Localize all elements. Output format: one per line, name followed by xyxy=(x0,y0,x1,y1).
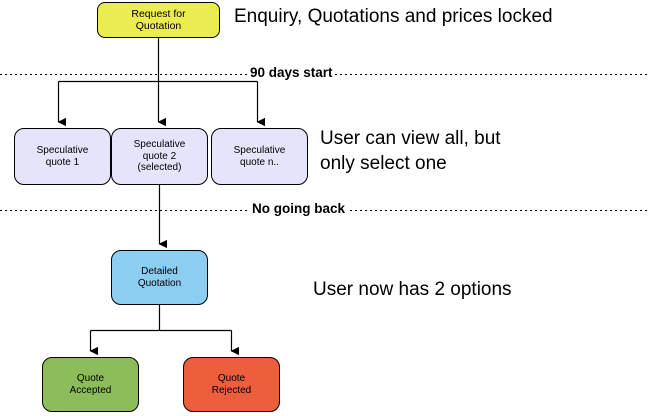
annotation-prices-locked: Enquiry, Quotations and prices locked xyxy=(234,6,553,27)
node-speculative-quote-2-selected[interactable]: Speculative quote 2 (selected) xyxy=(111,128,208,185)
annotation-view-all-select-one: User can view all, but only select one xyxy=(320,128,501,175)
node-speculative-quote-n[interactable]: Speculative quote n.. xyxy=(211,128,308,185)
node-request-for-quotation[interactable]: Request for Quotation xyxy=(97,2,220,38)
divider-label-no-going-back: No going back xyxy=(250,201,348,216)
node-quote-accepted[interactable]: Quote Accepted xyxy=(42,357,139,412)
divider-label-90-days: 90 days start xyxy=(248,65,335,80)
node-speculative-quote-1[interactable]: Speculative quote 1 xyxy=(14,128,111,185)
node-detailed-quotation[interactable]: Detailed Quotation xyxy=(111,250,208,305)
annotation-two-options: User now has 2 options xyxy=(313,279,512,300)
node-quote-rejected[interactable]: Quote Rejected xyxy=(183,357,280,412)
